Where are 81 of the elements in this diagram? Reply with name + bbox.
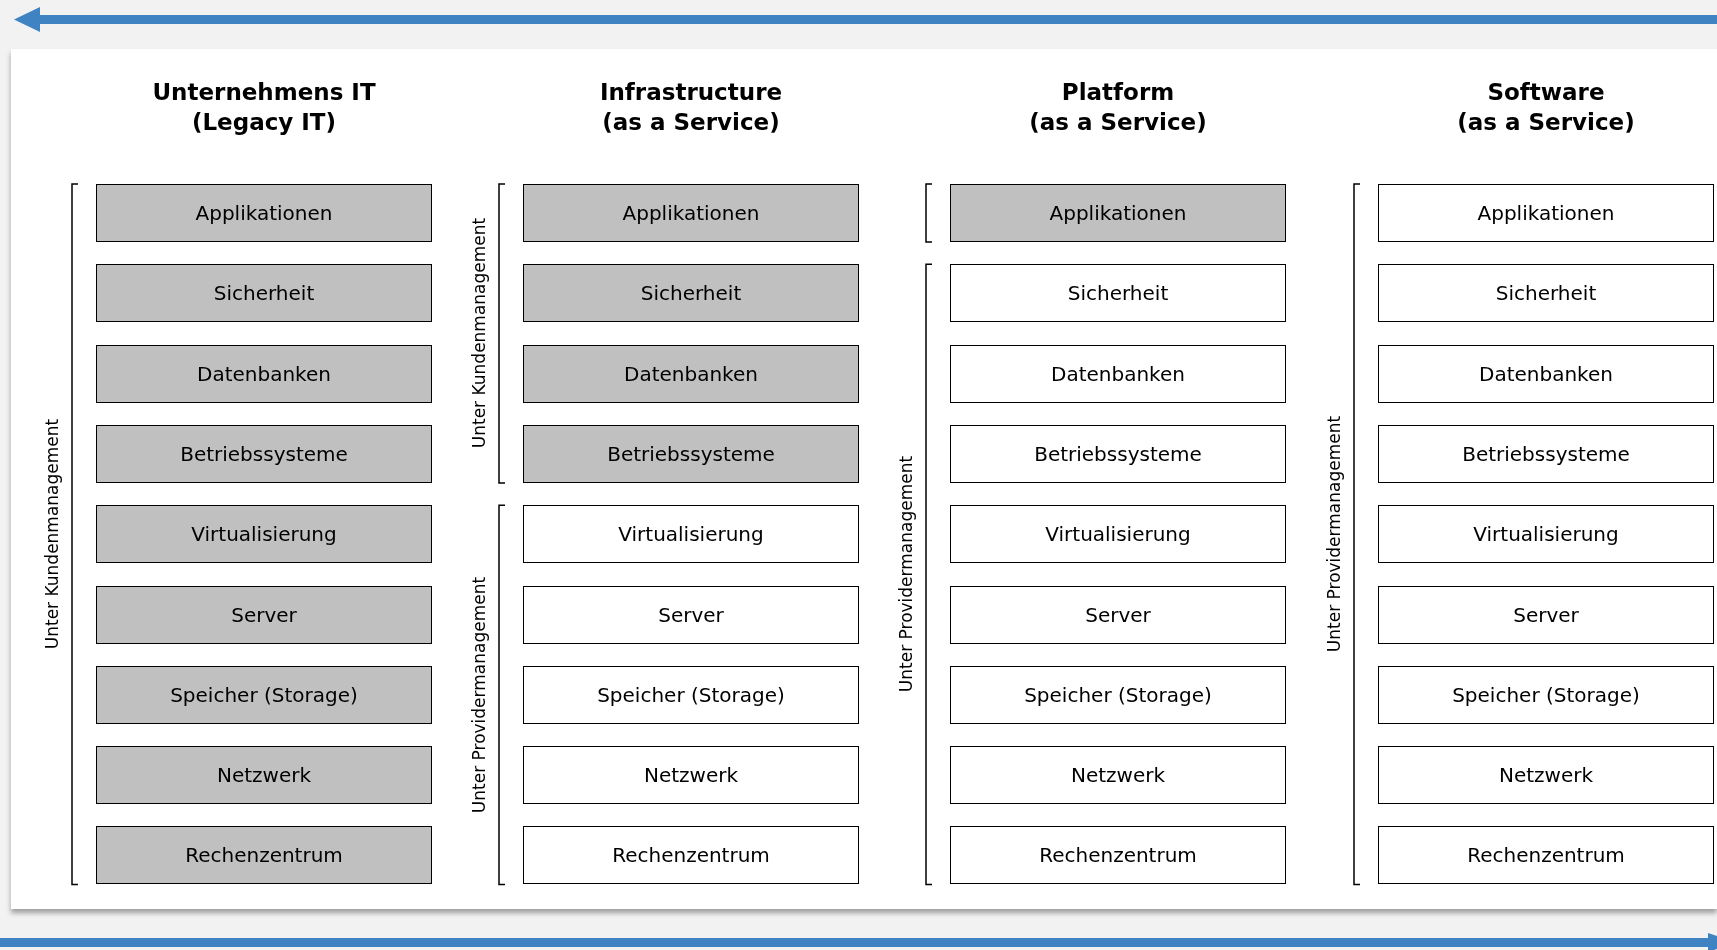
- layer-label: Virtualisierung: [1473, 522, 1619, 547]
- layer-box: [523, 746, 859, 805]
- layer-label: Applikationen: [1477, 201, 1615, 225]
- layer-label: Betriebssysteme: [607, 441, 775, 466]
- layer-label: Server: [1085, 602, 1151, 627]
- layer-label: Datenbanken: [197, 361, 331, 386]
- layer-box: [523, 184, 859, 242]
- layer-label: Netzwerk: [1498, 763, 1594, 788]
- bracket-label: Unter Providermanagement: [469, 576, 489, 813]
- layer-box: [950, 344, 1286, 403]
- layer-box: [523, 344, 859, 403]
- layer-label: Speicher (Storage): [1452, 682, 1640, 707]
- layer-box: [96, 585, 432, 644]
- layer-box: [950, 746, 1286, 805]
- layer-label: Rechenzentrum: [1039, 843, 1197, 868]
- layer-box: [1378, 585, 1714, 644]
- layer-box: [523, 424, 859, 483]
- layer-box: [950, 184, 1286, 242]
- column-heading: Platform (as a Service): [1028, 78, 1208, 137]
- column-heading: Software (as a Service): [1456, 78, 1636, 137]
- layer-box: [1378, 505, 1714, 564]
- bracket-label: Unter Kundenmanagement: [42, 418, 62, 650]
- layer-box: [523, 665, 859, 724]
- layer-label: Sicherheit: [1067, 281, 1169, 306]
- layer-box: [96, 424, 432, 483]
- column-heading: Infrastructure (as a Service): [598, 78, 784, 137]
- layer-label: Speicher (Storage): [170, 682, 358, 707]
- layer-label: Betriebssysteme: [1462, 441, 1630, 466]
- layer-label: Betriebssysteme: [180, 441, 348, 466]
- layer-box: [96, 665, 432, 724]
- layer-box: [96, 746, 432, 805]
- layer-label: Virtualisierung: [618, 522, 764, 547]
- layer-label: Virtualisierung: [1045, 522, 1191, 547]
- bracket-label: Unter Kundenmanagement: [469, 218, 489, 449]
- layer-label: Sicherheit: [640, 281, 742, 306]
- layer-box: [523, 264, 859, 323]
- layer-box: [1378, 344, 1714, 403]
- layer-box: [523, 505, 859, 564]
- layer-label: Netzwerk: [643, 763, 739, 788]
- layer-box: [950, 585, 1286, 644]
- layer-box: [950, 264, 1286, 323]
- layer-box: [523, 585, 859, 644]
- layer-box: [96, 184, 432, 242]
- layer-box: [1378, 746, 1714, 805]
- layer-box: [1378, 826, 1714, 885]
- layer-box: [96, 264, 432, 323]
- layer-label: Applikationen: [195, 201, 333, 225]
- layer-box: [1378, 424, 1714, 483]
- layer-label: Applikationen: [1049, 201, 1187, 225]
- layer-label: Rechenzentrum: [1467, 843, 1625, 868]
- column-heading: Unternehmens IT (Legacy IT): [151, 78, 377, 137]
- bracket-label: Unter Providermanagement: [1324, 416, 1344, 653]
- layer-label: Rechenzentrum: [185, 843, 343, 868]
- layer-label: Netzwerk: [1070, 763, 1166, 788]
- layer-label: Speicher (Storage): [597, 682, 785, 707]
- layer-label: Speicher (Storage): [1024, 682, 1212, 707]
- layer-label: Betriebssysteme: [1034, 441, 1202, 466]
- layer-label: Datenbanken: [1479, 361, 1613, 386]
- layer-box: [96, 344, 432, 403]
- layer-label: Server: [1513, 602, 1579, 627]
- layer-box: [1378, 264, 1714, 323]
- layer-box: [1378, 184, 1714, 242]
- layer-box: [950, 424, 1286, 483]
- layer-box: [96, 826, 432, 885]
- layer-label: Server: [658, 602, 724, 627]
- layer-label: Datenbanken: [624, 361, 758, 386]
- layer-label: Rechenzentrum: [612, 843, 770, 868]
- bracket-label: Unter Providermanagement: [896, 456, 916, 693]
- layer-label: Virtualisierung: [191, 522, 337, 547]
- layer-box: [950, 505, 1286, 564]
- layer-label: Applikationen: [622, 201, 760, 225]
- layer-box: [950, 665, 1286, 724]
- layer-box: [96, 505, 432, 564]
- layer-box: [523, 826, 859, 885]
- layer-box: [950, 826, 1286, 885]
- layer-label: Sicherheit: [1495, 281, 1597, 306]
- layer-box: [1378, 665, 1714, 724]
- layer-label: Netzwerk: [216, 763, 312, 788]
- layer-label: Server: [231, 602, 297, 627]
- layer-label: Sicherheit: [213, 281, 315, 306]
- layer-label: Datenbanken: [1051, 361, 1185, 386]
